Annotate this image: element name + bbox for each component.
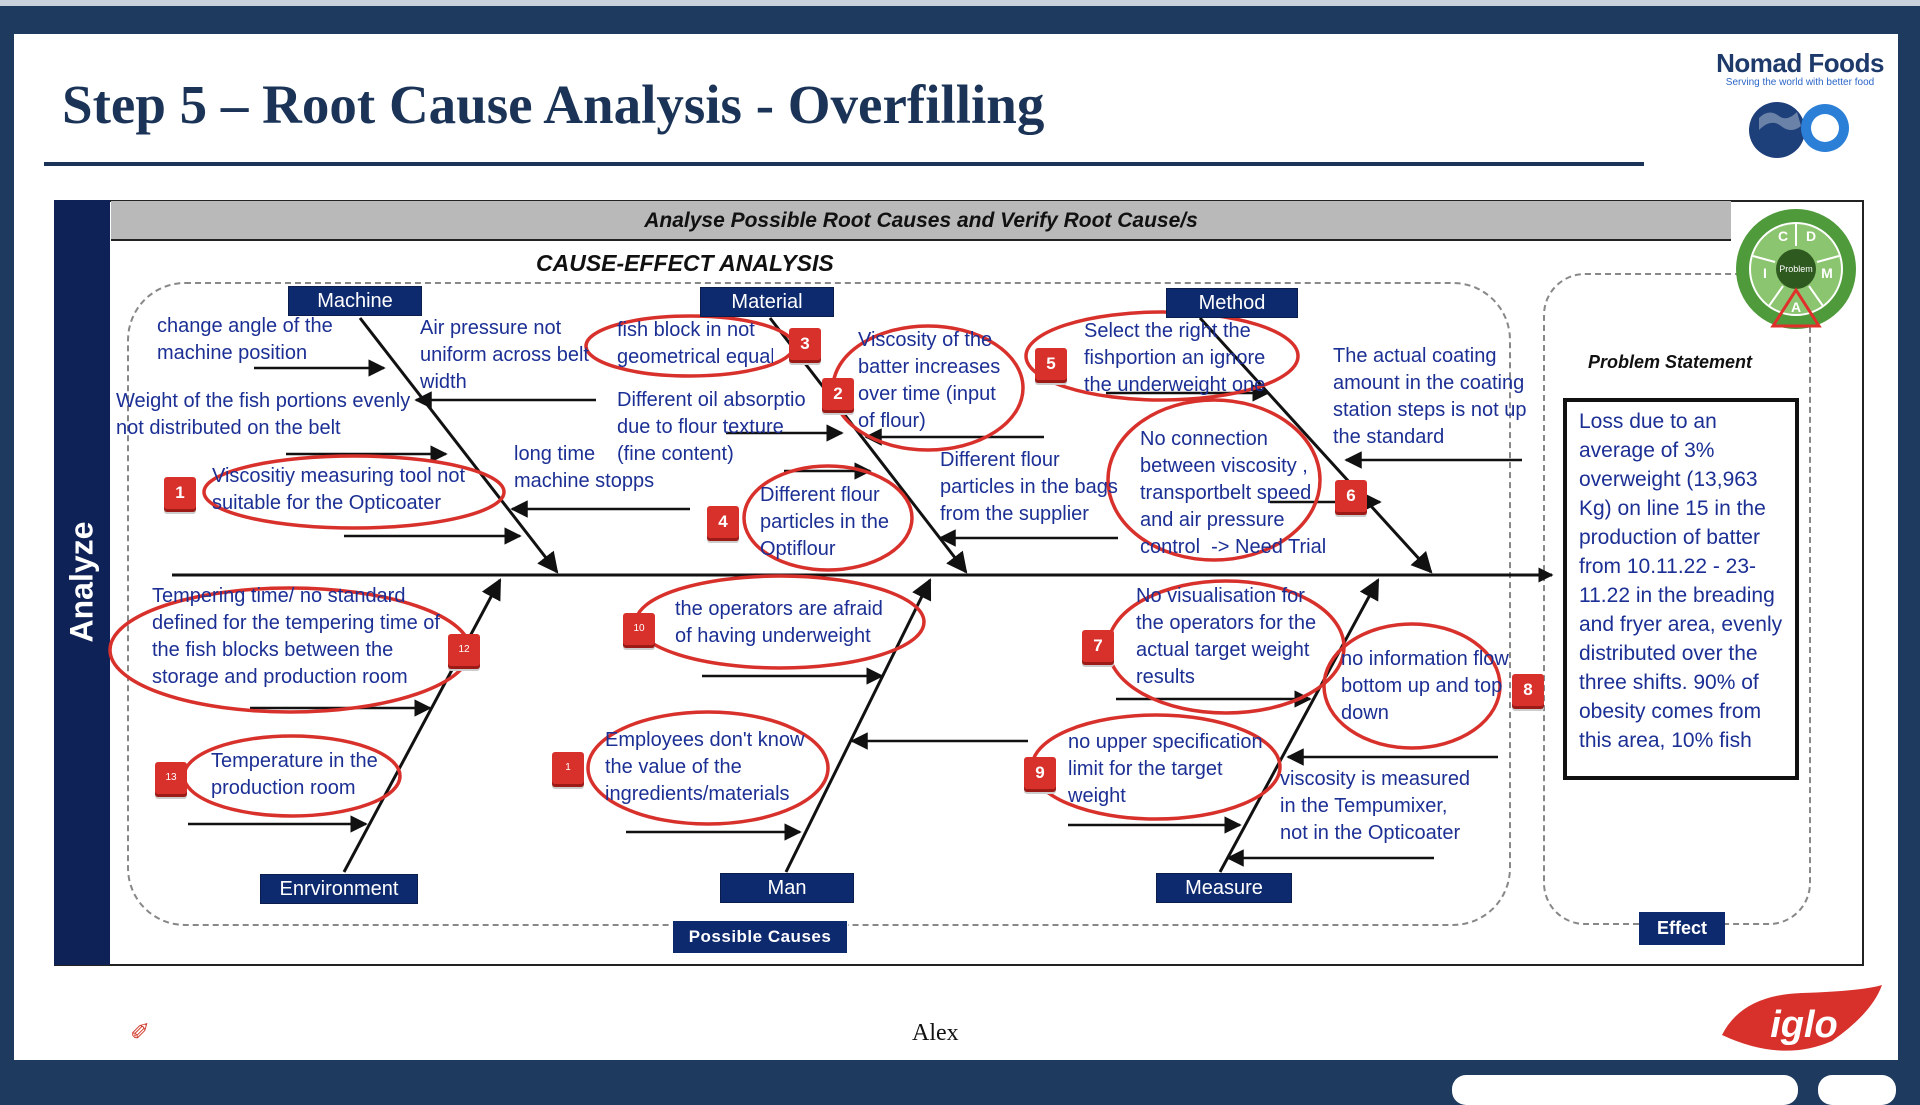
possible-causes-label: Possible Causes [672,920,848,954]
analyze-side-band [54,200,110,965]
cause-fish-block: fish block in not geometrical equal [617,319,773,368]
badge-1: 1 [164,477,196,509]
badge-12: 12 [448,634,480,666]
highlight-4 [742,464,914,572]
highlight-5 [1024,310,1300,402]
badge-3: 3 [789,328,821,360]
cycle-letter-a: A [1791,299,1801,315]
badge-4: 4 [707,506,739,538]
cause-effect-title: CAUSE-EFFECT ANALYSIS [536,250,834,276]
problem-statement-box: Loss due to an average of 3% overweight … [1563,398,1799,780]
bone-environment [342,578,502,873]
cause-room-temperature: Temperature in the production room [211,750,378,799]
globe-logo-icon [1749,102,1849,158]
badge-9: 9 [1024,757,1056,789]
cycle-letter-m: M [1821,265,1833,281]
cause-viscosity-measured: viscosity is measured in the Tempumixer,… [1280,768,1471,844]
cycle-center-label: Problem [1779,264,1813,274]
brand-tagline: Serving the world with better food [1725,77,1875,88]
cause-upper-specification: no upper specification limit for the tar… [1068,731,1263,807]
cause-viscosity-tool: Viscositiy measuring tool not suitable f… [212,465,466,514]
cause-oil-absorption: Different oil absorption due to flour te… [617,389,807,465]
cause-employees-value: Employees don't know the value of the in… [605,729,805,805]
window-top-strip [0,0,1920,6]
category-environment: Enrvironment [260,874,418,904]
badge-8: 8 [1512,674,1544,706]
improvement-cycle-icon: Problem C D I M A [1736,209,1856,329]
cause-no-visualisation: No visualisation for the operators for t… [1136,585,1317,688]
cause-air-pressure: Air pressure not uniform across belt wid… [420,317,589,393]
cycle-letter-c: C [1778,228,1788,244]
badge-6: 6 [1335,480,1367,512]
title-underline [44,162,1644,166]
problem-statement-text: Loss due to an average of 3% overweight … [1579,410,1783,752]
cause-change-angle: change angle of the machine position [157,315,333,364]
pen-icon[interactable]: ✐ [130,1019,151,1046]
bone-measure [1218,578,1380,873]
analysis-header-band: Analyse Possible Root Causes and Verify … [111,201,1731,241]
analysis-header: Analyse Possible Root Causes and Verify … [644,209,1198,232]
slide-title: Step 5 – Root Cause Analysis - Overfilli… [62,74,1045,135]
cycle-letter-d: D [1806,228,1816,244]
highlight-1 [202,454,506,530]
highlight-8 [1322,622,1502,750]
footer-author: Alex [912,1020,959,1046]
effect-label: Effect [1639,912,1725,945]
cause-no-connection: No connection between viscosity , transp… [1140,428,1327,558]
cause-operators-afraid: the operators are afraid of having under… [675,598,883,647]
iglo-logo-text: iglo [1770,1004,1838,1046]
problem-statement-title: Problem Statement [1588,352,1753,372]
category-material: Material [700,287,834,317]
bone-man [784,578,932,873]
bone-machine [358,317,559,574]
badge-2: 2 [822,378,854,410]
cause-no-information-flow: no information flow bottom up and top do… [1341,648,1509,724]
highlight-6 [1106,398,1322,562]
badge-7: 7 [1082,630,1114,662]
cause-viscosity-batter: Viscosity of the batter increases over t… [858,329,1001,432]
nomad-foods-logo: Nomad Foods Serving the world with bette… [1700,48,1900,173]
badge-13: 13 [155,762,187,794]
badge-10: 10 [623,613,655,645]
bone-method [1198,316,1433,574]
bottom-toolbar-pill[interactable] [1452,1075,1798,1105]
category-man: Man [720,873,854,903]
cause-different-flour: Different flour particles in the Optiflo… [760,484,889,560]
cause-select-fishportion: Select the right the fishportion an igno… [1084,320,1266,396]
cause-weight-distribution: Weight of the fish portions evenly not d… [116,390,411,439]
highlight-11 [586,710,830,826]
iglo-logo: iglo [1722,985,1882,1051]
cycle-letter-i: I [1763,265,1767,281]
brand-name: Nomad Foods [1716,48,1884,78]
badge-11: 1 [552,752,584,784]
category-method: Method [1166,288,1298,318]
cause-long-machine-stops: long time machine stopps [514,443,655,492]
cause-coating-amount: The actual coating amount in the coating… [1333,345,1527,448]
cause-flour-bags: Different flour particles in the bags fr… [940,449,1118,525]
category-measure: Measure [1156,873,1292,903]
category-machine: Machine [288,286,422,316]
bottom-toolbar-button[interactable] [1818,1075,1896,1105]
cause-tempering-time: Tempering time/ no standard defined for … [152,585,440,688]
badge-5: 5 [1035,348,1067,380]
